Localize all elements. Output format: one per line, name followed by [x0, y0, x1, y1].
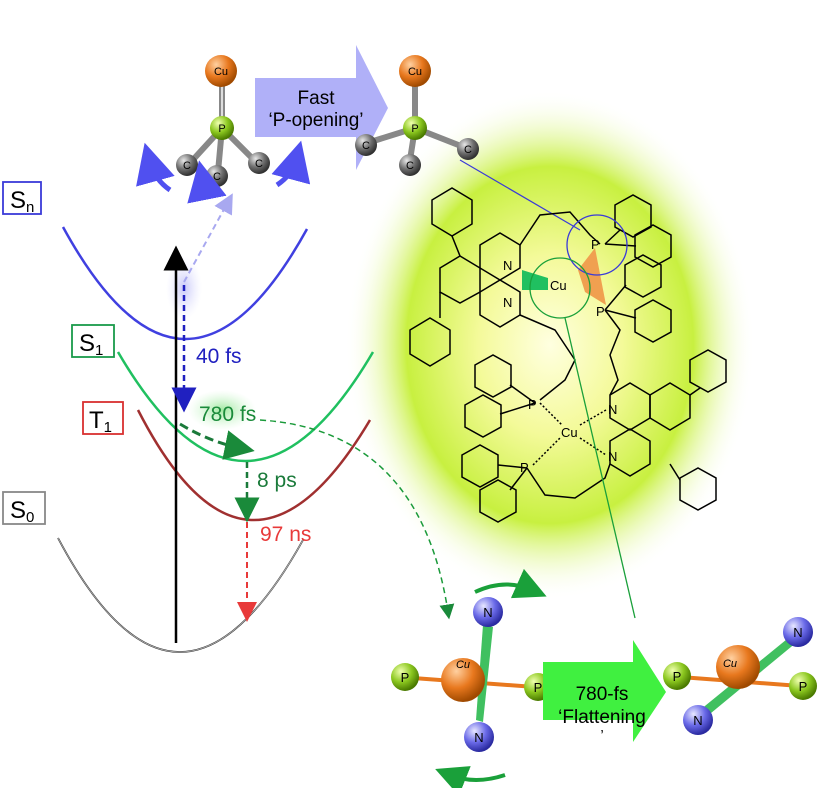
flattening-arrow: 780-fs ‘Flattening ’	[543, 640, 666, 744]
t1-state-label: T1	[82, 401, 124, 436]
s1-to-flattening-arrow	[259, 419, 455, 620]
svg-text:S0: S0	[10, 497, 34, 526]
cu-complex-structure	[409, 187, 727, 523]
svg-text:C: C	[362, 140, 370, 152]
molecule-p-closed: Cu P C C C	[136, 55, 311, 204]
sn-state-label: Sn	[2, 181, 42, 216]
svg-text:C: C	[213, 171, 221, 183]
svg-text:P: P	[534, 680, 543, 695]
svg-text:N: N	[503, 295, 512, 310]
s0-curve	[57, 537, 304, 653]
svg-text:Cu: Cu	[561, 425, 578, 440]
s1-curve	[116, 351, 375, 463]
svg-text:C: C	[183, 160, 191, 172]
s0-state-label: S0	[2, 491, 46, 526]
svg-text:Cu: Cu	[550, 278, 567, 293]
p-opening-line1: Fast	[298, 88, 336, 109]
s1-state-label: S1	[71, 324, 115, 359]
svg-text:Sn: Sn	[10, 187, 34, 216]
svg-text:N: N	[608, 449, 617, 464]
structure-atom-labels: N N Cu P P P P Cu N N	[503, 237, 617, 475]
svg-text:P: P	[596, 304, 605, 319]
svg-text:P: P	[218, 123, 225, 135]
flattening-line3: ’	[600, 727, 603, 744]
cu-p-wedge	[578, 248, 606, 305]
sn-to-molecule-arrow	[183, 193, 233, 283]
cu-n-wedge	[522, 270, 548, 290]
svg-text:P: P	[401, 670, 410, 685]
p-opening-line2: ‘P-opening’	[268, 110, 363, 131]
svg-text:N: N	[503, 258, 512, 273]
svg-text:N: N	[793, 625, 802, 640]
svg-text:N: N	[474, 730, 483, 745]
svg-text:P: P	[799, 679, 808, 694]
molecule-flattened: Cu N N P P	[663, 617, 817, 735]
zoom-circle-p	[566, 214, 628, 276]
svg-text:Cu: Cu	[456, 659, 470, 671]
svg-text:Cu: Cu	[214, 66, 228, 78]
label-8ps: 8 ps	[257, 469, 297, 492]
zoom-line-cu	[564, 317, 636, 619]
svg-text:N: N	[693, 713, 702, 728]
zoom-circle-cu	[529, 257, 591, 319]
svg-text:Cu: Cu	[408, 66, 422, 78]
svg-text:C: C	[406, 160, 414, 172]
p-opening-arrow: Fast ‘P-opening’	[255, 45, 388, 170]
glow-background	[345, 90, 755, 600]
svg-text:P: P	[591, 237, 600, 252]
svg-text:P: P	[411, 123, 418, 135]
svg-text:P: P	[673, 669, 682, 684]
svg-text:S1: S1	[79, 330, 103, 359]
label-780fs: 780 fs	[199, 403, 256, 426]
s1-spot	[188, 390, 256, 430]
molecule-p-open: Cu P C C C	[355, 55, 479, 176]
label-40fs: 40 fs	[196, 345, 242, 368]
label-97ns: 97 ns	[260, 523, 311, 546]
flattening-line1: 780-fs	[576, 684, 629, 705]
zoom-line-p	[459, 159, 581, 231]
svg-text:P: P	[528, 397, 537, 412]
svg-text:N: N	[608, 402, 617, 417]
flattening-line2: ‘Flattening	[558, 707, 646, 728]
svg-text:T1: T1	[89, 407, 112, 436]
svg-text:C: C	[255, 158, 263, 170]
svg-text:N: N	[483, 605, 492, 620]
isc-arrow	[179, 422, 255, 460]
svg-text:Cu: Cu	[723, 658, 737, 670]
svg-text:P: P	[520, 460, 529, 475]
svg-text:C: C	[464, 144, 472, 156]
molecule-tetrahedral: Cu N N P P	[391, 568, 552, 788]
